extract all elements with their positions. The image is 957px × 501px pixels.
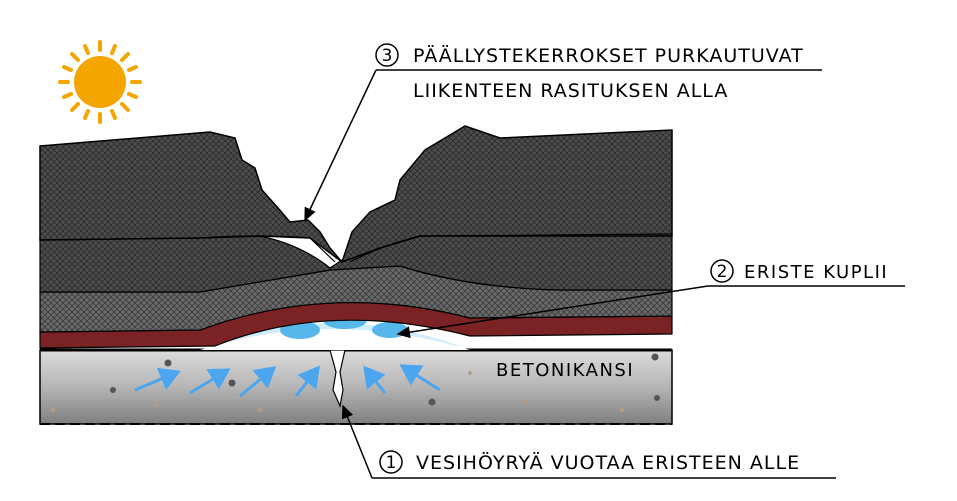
arrow-icon [189, 368, 231, 395]
label-3-line2: LIIKENTEEN RASITUKSEN ALLA [413, 80, 728, 102]
label-2-number: 2 [717, 262, 728, 282]
arrow-icon [399, 364, 441, 392]
label-3-line1: PÄÄLLYSTEKERROKSET PURKAUTUVAT [413, 44, 804, 67]
label-2: 2 ERISTE KUPLII [396, 259, 905, 339]
arrow-icon [294, 365, 320, 397]
label-2-text: ERISTE KUPLII [744, 262, 888, 283]
vapor-arrows [134, 364, 441, 398]
arrow-icon [363, 365, 387, 394]
vapor-pocket [200, 311, 470, 350]
arrow-icon [239, 366, 277, 398]
label-3-number: 3 [382, 46, 393, 66]
arrow-icon [134, 367, 181, 392]
label-1-text: VESIHÖYRYÄ VUOTAA ERISTEEN ALLE [416, 451, 800, 474]
sun-icon [58, 40, 142, 124]
label-1-number: 1 [386, 453, 397, 473]
asphalt-middle-layer [39, 231, 673, 293]
label-1: 1 VESIHÖYRYÄ VUOTAA ERISTEEN ALLE [341, 404, 836, 479]
label-3: 3 PÄÄLLYSTEKERROKSET PURKAUTUVAT LIIKENT… [304, 43, 822, 222]
concrete-label: BETONIKANSI [496, 360, 634, 381]
